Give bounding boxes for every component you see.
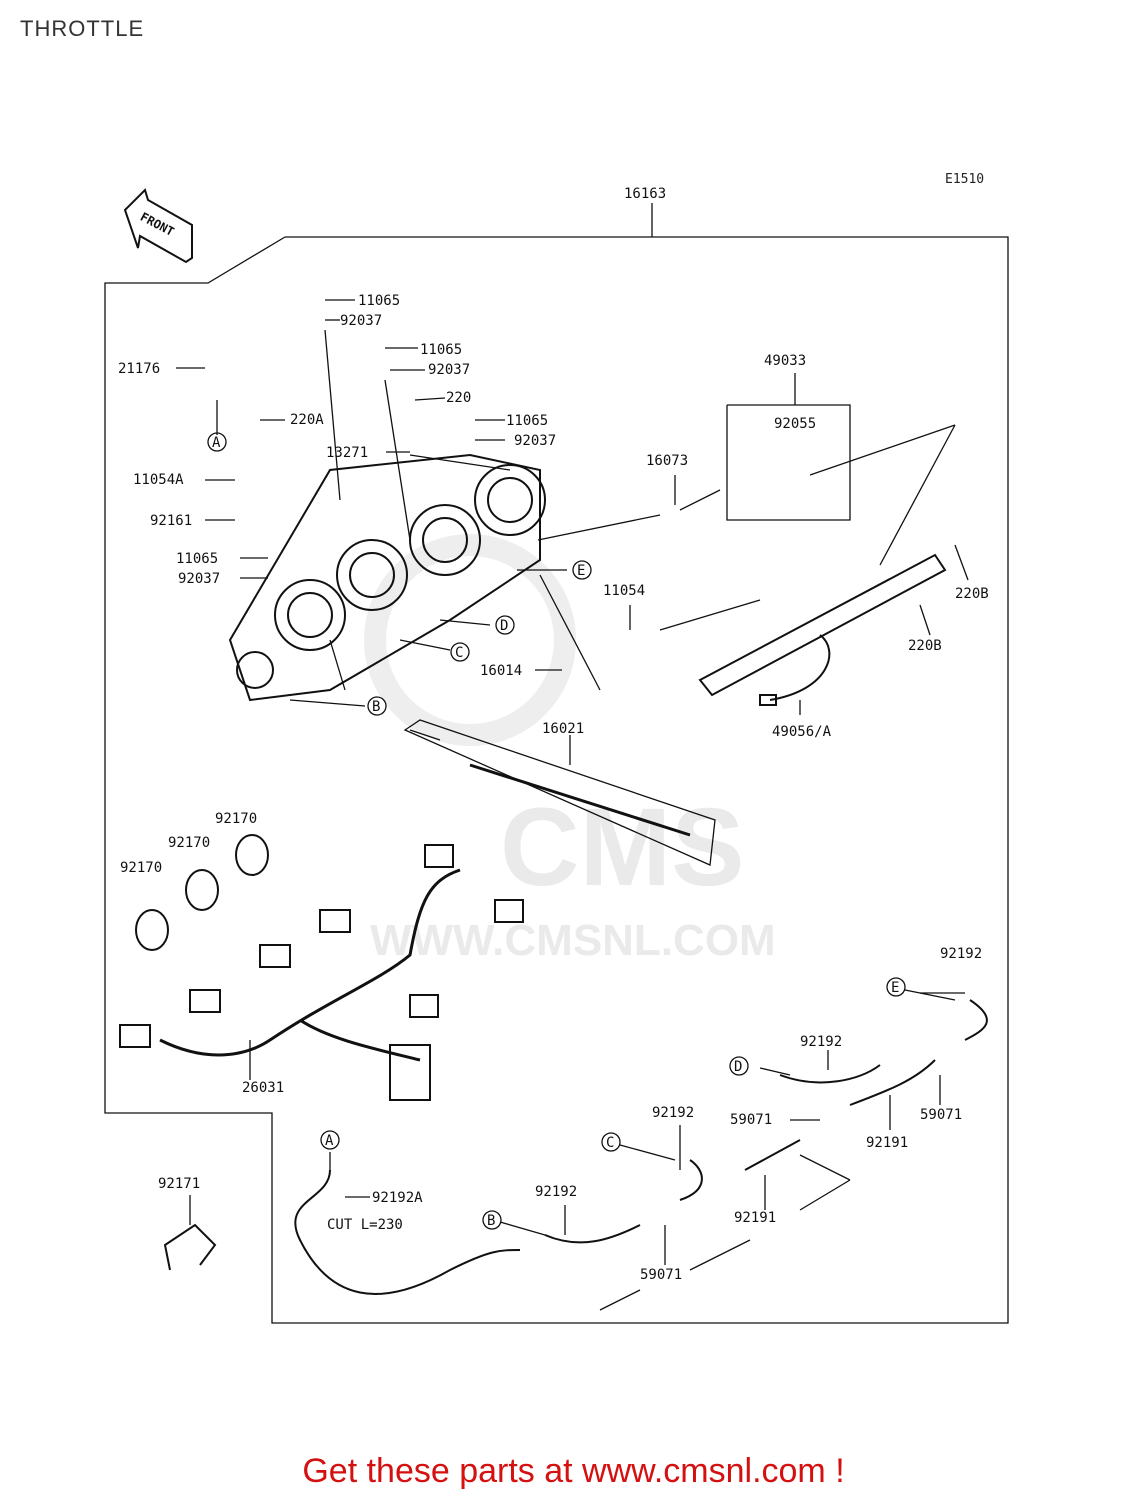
part-label-59071: 59071	[730, 1112, 772, 1128]
part-label-11065: 11065	[176, 551, 218, 567]
part-label-59071: 59071	[920, 1107, 962, 1123]
part-label-220: 220	[446, 390, 471, 406]
part-label-220A: 220A	[290, 412, 324, 428]
part-label-92171: 92171	[158, 1176, 200, 1192]
part-label-92192A: 92192A	[372, 1190, 423, 1206]
part-label-92192: 92192	[652, 1105, 694, 1121]
part-label-92192: 92192	[535, 1184, 577, 1200]
svg-text:C: C	[606, 1135, 614, 1151]
callout-markers: A E D C B E D C A B	[207, 432, 906, 1230]
svg-text:D: D	[500, 618, 508, 634]
page-title: THROTTLE	[20, 16, 145, 41]
fuel-rail	[698, 553, 947, 706]
part-label-59071: 59071	[640, 1267, 682, 1283]
part-label-26031: 26031	[242, 1080, 284, 1096]
callout-d: D	[729, 1056, 749, 1076]
footer-promo-text: Get these parts at www.cmsnl.com !	[302, 1452, 845, 1490]
cut-length-note: CUT L=230	[327, 1217, 403, 1233]
hose-clamps	[135, 834, 269, 1271]
callout-c: C	[601, 1132, 621, 1152]
part-label-11054A: 11054A	[133, 472, 184, 488]
part-label-92170: 92170	[168, 835, 210, 851]
part-label-49056A: 49056/A	[772, 724, 832, 740]
part-label-220B: 220B	[955, 586, 989, 602]
wiring-harness	[119, 844, 524, 1101]
part-label-11065: 11065	[506, 413, 548, 429]
part-label-16021: 16021	[542, 721, 584, 737]
callout-b: B	[367, 696, 387, 716]
leader-lines	[176, 299, 969, 1265]
vacuum-hoses	[294, 999, 988, 1311]
rod-16021	[403, 719, 716, 866]
part-label-92037: 92037	[178, 571, 220, 587]
part-label-92192: 92192	[800, 1034, 842, 1050]
part-label-21176: 21176	[118, 361, 160, 377]
part-label-92037: 92037	[340, 313, 382, 329]
part-label-92161: 92161	[150, 513, 192, 529]
callout-a: A	[207, 432, 227, 452]
watermark: CMS WWW.CMSNL.COM	[364, 534, 776, 965]
part-label-16014: 16014	[480, 663, 522, 679]
part-label-49033: 49033	[764, 353, 806, 369]
callout-e: E	[572, 560, 592, 580]
svg-text:B: B	[487, 1213, 495, 1229]
svg-text:D: D	[734, 1059, 742, 1075]
part-label-92170: 92170	[120, 860, 162, 876]
callout-a: A	[320, 1130, 340, 1150]
figure-code: E1510	[945, 172, 985, 187]
callout-b: B	[482, 1210, 502, 1230]
watermark-logo-text: CMS	[500, 786, 744, 909]
throttle-body-assembly	[228, 453, 546, 702]
part-label-16073: 16073	[646, 453, 688, 469]
part-label-11065: 11065	[420, 342, 462, 358]
part-label-92191: 92191	[866, 1135, 908, 1151]
svg-text:A: A	[325, 1133, 334, 1149]
part-label-92192: 92192	[940, 946, 982, 962]
svg-text:C: C	[455, 645, 463, 661]
assembly-frame	[104, 236, 1009, 1324]
throttle-exploded-diagram: CMS WWW.CMSNL.COM FRONT	[104, 186, 1009, 1324]
callout-c: C	[450, 642, 470, 662]
callout-e: E	[886, 977, 906, 997]
part-label-92037: 92037	[428, 362, 470, 378]
front-arrow-icon: FRONT	[123, 188, 193, 264]
svg-text:B: B	[372, 699, 380, 715]
part-labels: 16163 11065 92037 11065 92037 220 11065 …	[118, 186, 989, 1283]
callout-d: D	[495, 615, 515, 635]
part-label-92055: 92055	[774, 416, 816, 432]
part-label-92191: 92191	[734, 1210, 776, 1226]
svg-text:E: E	[891, 980, 899, 996]
svg-text:E: E	[577, 563, 585, 579]
part-label-92037: 92037	[514, 433, 556, 449]
svg-text:A: A	[212, 435, 221, 451]
part-label-92170: 92170	[215, 811, 257, 827]
part-label-220B: 220B	[908, 638, 942, 654]
part-label-13271: 13271	[326, 445, 368, 461]
watermark-url-text: WWW.CMSNL.COM	[370, 916, 776, 965]
part-label-16163: 16163	[624, 186, 666, 202]
part-label-11054: 11054	[603, 583, 645, 599]
part-label-11065: 11065	[358, 293, 400, 309]
